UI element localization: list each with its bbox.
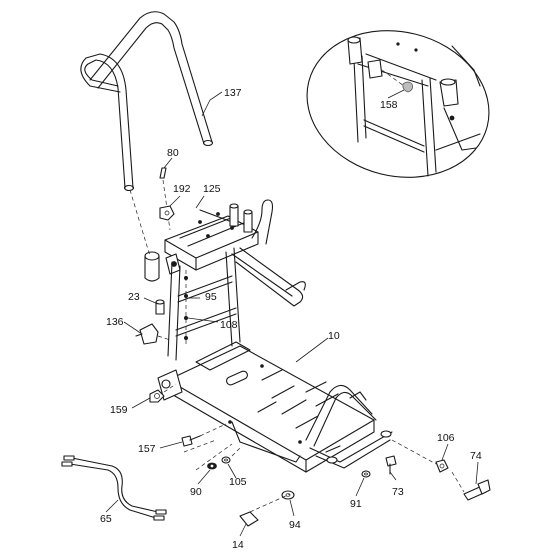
washer-94-part [281,490,295,500]
leader-lines [105,89,479,537]
callout-91: 91 [350,498,362,510]
callout-108: 108 [220,319,238,331]
callout-192: 192 [173,183,191,195]
washer-105-part [221,456,231,464]
pin-80-part [159,167,171,231]
assembly-line [129,189,151,257]
callout-65: 65 [100,513,112,525]
callout-10: 10 [328,330,340,342]
upper-frame-part [164,203,259,271]
callout-159: 159 [110,404,128,416]
callout-95: 95 [205,291,217,303]
nut-159-part [149,383,177,403]
assembly-line [183,439,217,453]
cable-65-part [61,455,167,521]
knob-136-part [135,323,171,345]
base-plate-part [157,341,375,473]
callout-125: 125 [203,183,221,195]
callout-106: 106 [437,432,455,444]
bumper-frame-part [305,384,393,469]
assembly-line [231,445,243,457]
plate-14-part [239,493,291,527]
callout-105: 105 [229,476,247,488]
nut-90-part [207,462,217,470]
callout-136: 136 [106,316,124,328]
callout-80: 80 [167,147,179,159]
rear-hook-part [231,199,306,307]
pivot-tube-part [144,251,181,282]
washer-91-part [361,470,371,478]
callout-90: 90 [190,486,202,498]
bushing-part [155,299,165,315]
handle-bar-part [80,11,214,192]
callout-94: 94 [289,519,301,531]
callout-23: 23 [128,291,140,303]
bolt-73-part [385,455,397,475]
clip-192-part [159,205,175,221]
callout-158: 158 [380,99,398,111]
callout-137: 137 [224,87,242,99]
assembly-line [195,443,233,471]
nut-106-part [391,439,449,473]
callout-74: 74 [470,450,482,462]
callout-157: 157 [138,443,156,455]
bolt-74-part [451,471,491,501]
callout-14: 14 [232,539,244,551]
bolt-157-part [181,423,227,447]
ladder-frame-part [167,247,241,361]
callout-73: 73 [392,486,404,498]
inset-detail [306,30,490,178]
